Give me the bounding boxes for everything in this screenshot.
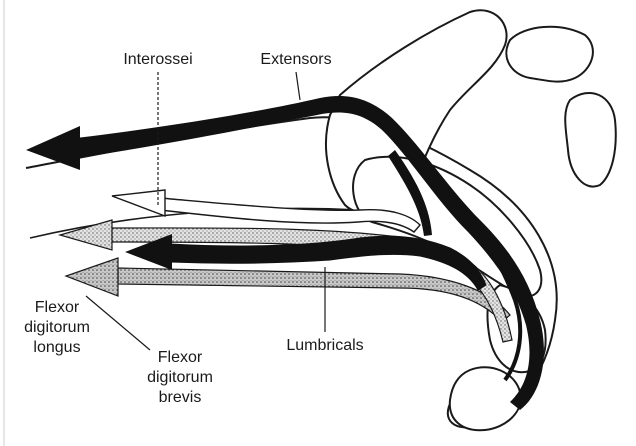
flexor-brevis-label-line3: brevis (159, 389, 202, 406)
flexor-brevis-leader (86, 296, 150, 350)
interossei-label: Interossei (123, 51, 192, 68)
cuneiform-bone (506, 27, 593, 82)
extensors-leader (296, 72, 300, 100)
extensors-label: Extensors (260, 51, 331, 68)
flexor-brevis-arrowhead (66, 258, 118, 296)
flexor-brevis-label-line1: Flexor (158, 349, 203, 366)
navicular-bone (565, 93, 616, 187)
distal-phalanx (450, 367, 521, 430)
flexor-brevis-tendon (118, 268, 510, 322)
flexor-brevis-label-line2: digitorum (147, 369, 213, 386)
interossei-arrowhead (112, 190, 165, 216)
flexor-longus-label-line3: longus (33, 339, 80, 356)
flexor-longus-arrowhead (60, 220, 112, 250)
flexor-longus-label-line2: digitorum (24, 319, 90, 336)
lumbricals-label: Lumbricals (286, 337, 363, 354)
flexor-longus-label-line1: Flexor (35, 299, 80, 316)
